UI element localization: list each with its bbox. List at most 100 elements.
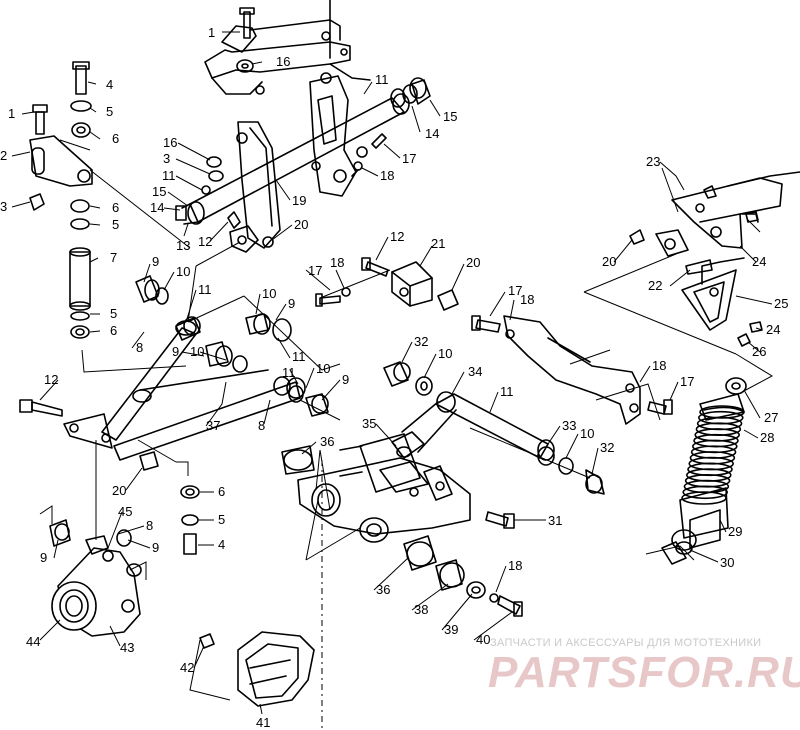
callout-label: 36 <box>376 582 390 597</box>
callout-label: 43 <box>120 640 134 655</box>
callout-label: 11 <box>500 384 514 399</box>
callout-label: 14 <box>425 126 439 141</box>
callout-label: 10 <box>316 361 330 376</box>
callout-label: 35 <box>362 416 376 431</box>
callout-label: 42 <box>180 660 194 675</box>
callout-label: 31 <box>548 513 562 528</box>
callout-label: 6 <box>218 484 225 499</box>
callout-label: 10 <box>580 426 594 441</box>
callout-label: 11 <box>292 349 306 364</box>
callout-label: 27 <box>764 410 778 425</box>
callout-label: 16 <box>163 135 177 150</box>
callout-label: 37 <box>206 418 220 433</box>
callout-label: 9 <box>288 296 295 311</box>
callout-label: 17 <box>508 283 522 298</box>
bracket-21 <box>315 257 459 311</box>
callout-label: 32 <box>600 440 614 455</box>
callout-label: 17 <box>680 374 694 389</box>
callout-label: 17 <box>402 151 416 166</box>
callout-label: 11 <box>198 282 212 297</box>
callout-label: 10 <box>262 286 276 301</box>
callout-label: 24 <box>752 254 766 269</box>
callout-label: 6 <box>112 200 119 215</box>
callout-label: 4 <box>218 537 225 552</box>
skid-guard <box>199 631 315 707</box>
main-tube <box>175 93 410 225</box>
callout-label: 19 <box>292 193 306 208</box>
callout-label: 9 <box>152 254 159 269</box>
leader-lines <box>39 139 774 730</box>
upper-a-arm <box>19 320 306 461</box>
callout-label: 22 <box>648 278 662 293</box>
callout-label: 14 <box>150 200 164 215</box>
callout-label: 5 <box>112 217 119 232</box>
spring-coil <box>682 485 729 500</box>
callout-label: 25 <box>774 296 788 311</box>
callout-label: 2 <box>0 148 7 163</box>
callout-label: 18 <box>508 558 522 573</box>
callout-label: 20 <box>602 254 616 269</box>
callout-label: 34 <box>468 364 482 379</box>
callout-label: 36 <box>320 434 334 449</box>
knuckle-fasteners <box>139 451 200 555</box>
callout-label: 33 <box>562 418 576 433</box>
callout-label: 18 <box>380 168 394 183</box>
callout-label: 3 <box>0 199 7 214</box>
callout-label: 8 <box>146 518 153 533</box>
callout-label: 9 <box>172 344 179 359</box>
steering-knuckle <box>49 519 142 637</box>
callout-label: 15 <box>152 184 166 199</box>
callout-label: 9 <box>152 540 159 555</box>
callout-label: 45 <box>118 504 132 519</box>
callout-label: 18 <box>330 255 344 270</box>
callout-label: 4 <box>106 77 113 92</box>
callout-label: 5 <box>218 512 225 527</box>
callout-label: 13 <box>176 238 190 253</box>
callout-label: 30 <box>720 555 734 570</box>
callout-label: 6 <box>110 323 117 338</box>
callout-label: 8 <box>258 418 265 433</box>
callout-label: 3 <box>163 151 170 166</box>
callout-label: 11 <box>162 168 176 183</box>
callout-label: 12 <box>390 229 404 244</box>
callout-label: 9 <box>342 372 349 387</box>
callout-label: 11 <box>282 365 296 380</box>
callout-label: 20 <box>294 217 308 232</box>
callout-leaders <box>11 31 773 715</box>
callout-label: 8 <box>136 340 143 355</box>
callout-label: 18 <box>652 358 666 373</box>
callout-label: 15 <box>443 109 457 124</box>
callout-label: 23 <box>646 154 660 169</box>
callout-label: 17 <box>308 263 322 278</box>
callout-label: 24 <box>766 322 780 337</box>
frame-cross-member <box>204 0 371 95</box>
callout-label: 12 <box>44 372 58 387</box>
watermark-caption: ЗАПЧАСТИ И АКСЕССУАРЫ ДЛЯ МОТОТЕХНИКИ <box>490 637 762 649</box>
callout-labels: 1 16 4 11 1 5 15 6 14 17 2 16 18 3 6 11 … <box>0 25 788 730</box>
lower-a-arm <box>297 391 555 535</box>
lower-bracket-right <box>471 315 673 425</box>
callout-label: 5 <box>110 306 117 321</box>
callout-label: 7 <box>110 250 117 265</box>
suspension-artwork <box>19 0 800 730</box>
callout-label: 9 <box>40 550 47 565</box>
callout-label: 11 <box>375 72 389 87</box>
shock-upper-mount <box>629 171 800 347</box>
callout-label: 44 <box>26 634 40 649</box>
callout-label: 18 <box>520 292 534 307</box>
callout-label: 20 <box>466 255 480 270</box>
callout-label: 29 <box>728 524 742 539</box>
callout-label: 16 <box>276 54 290 69</box>
callout-label: 41 <box>256 715 270 730</box>
lower-hardware <box>403 511 523 617</box>
callout-label: 28 <box>760 430 774 445</box>
callout-label: 10 <box>176 264 190 279</box>
callout-label: 32 <box>414 334 428 349</box>
tube-end-hardware <box>201 7 431 248</box>
callout-label: 38 <box>414 602 428 617</box>
callout-label: 5 <box>106 104 113 119</box>
pivot-bracket-18 <box>309 72 357 197</box>
callout-label: 12 <box>198 234 212 249</box>
